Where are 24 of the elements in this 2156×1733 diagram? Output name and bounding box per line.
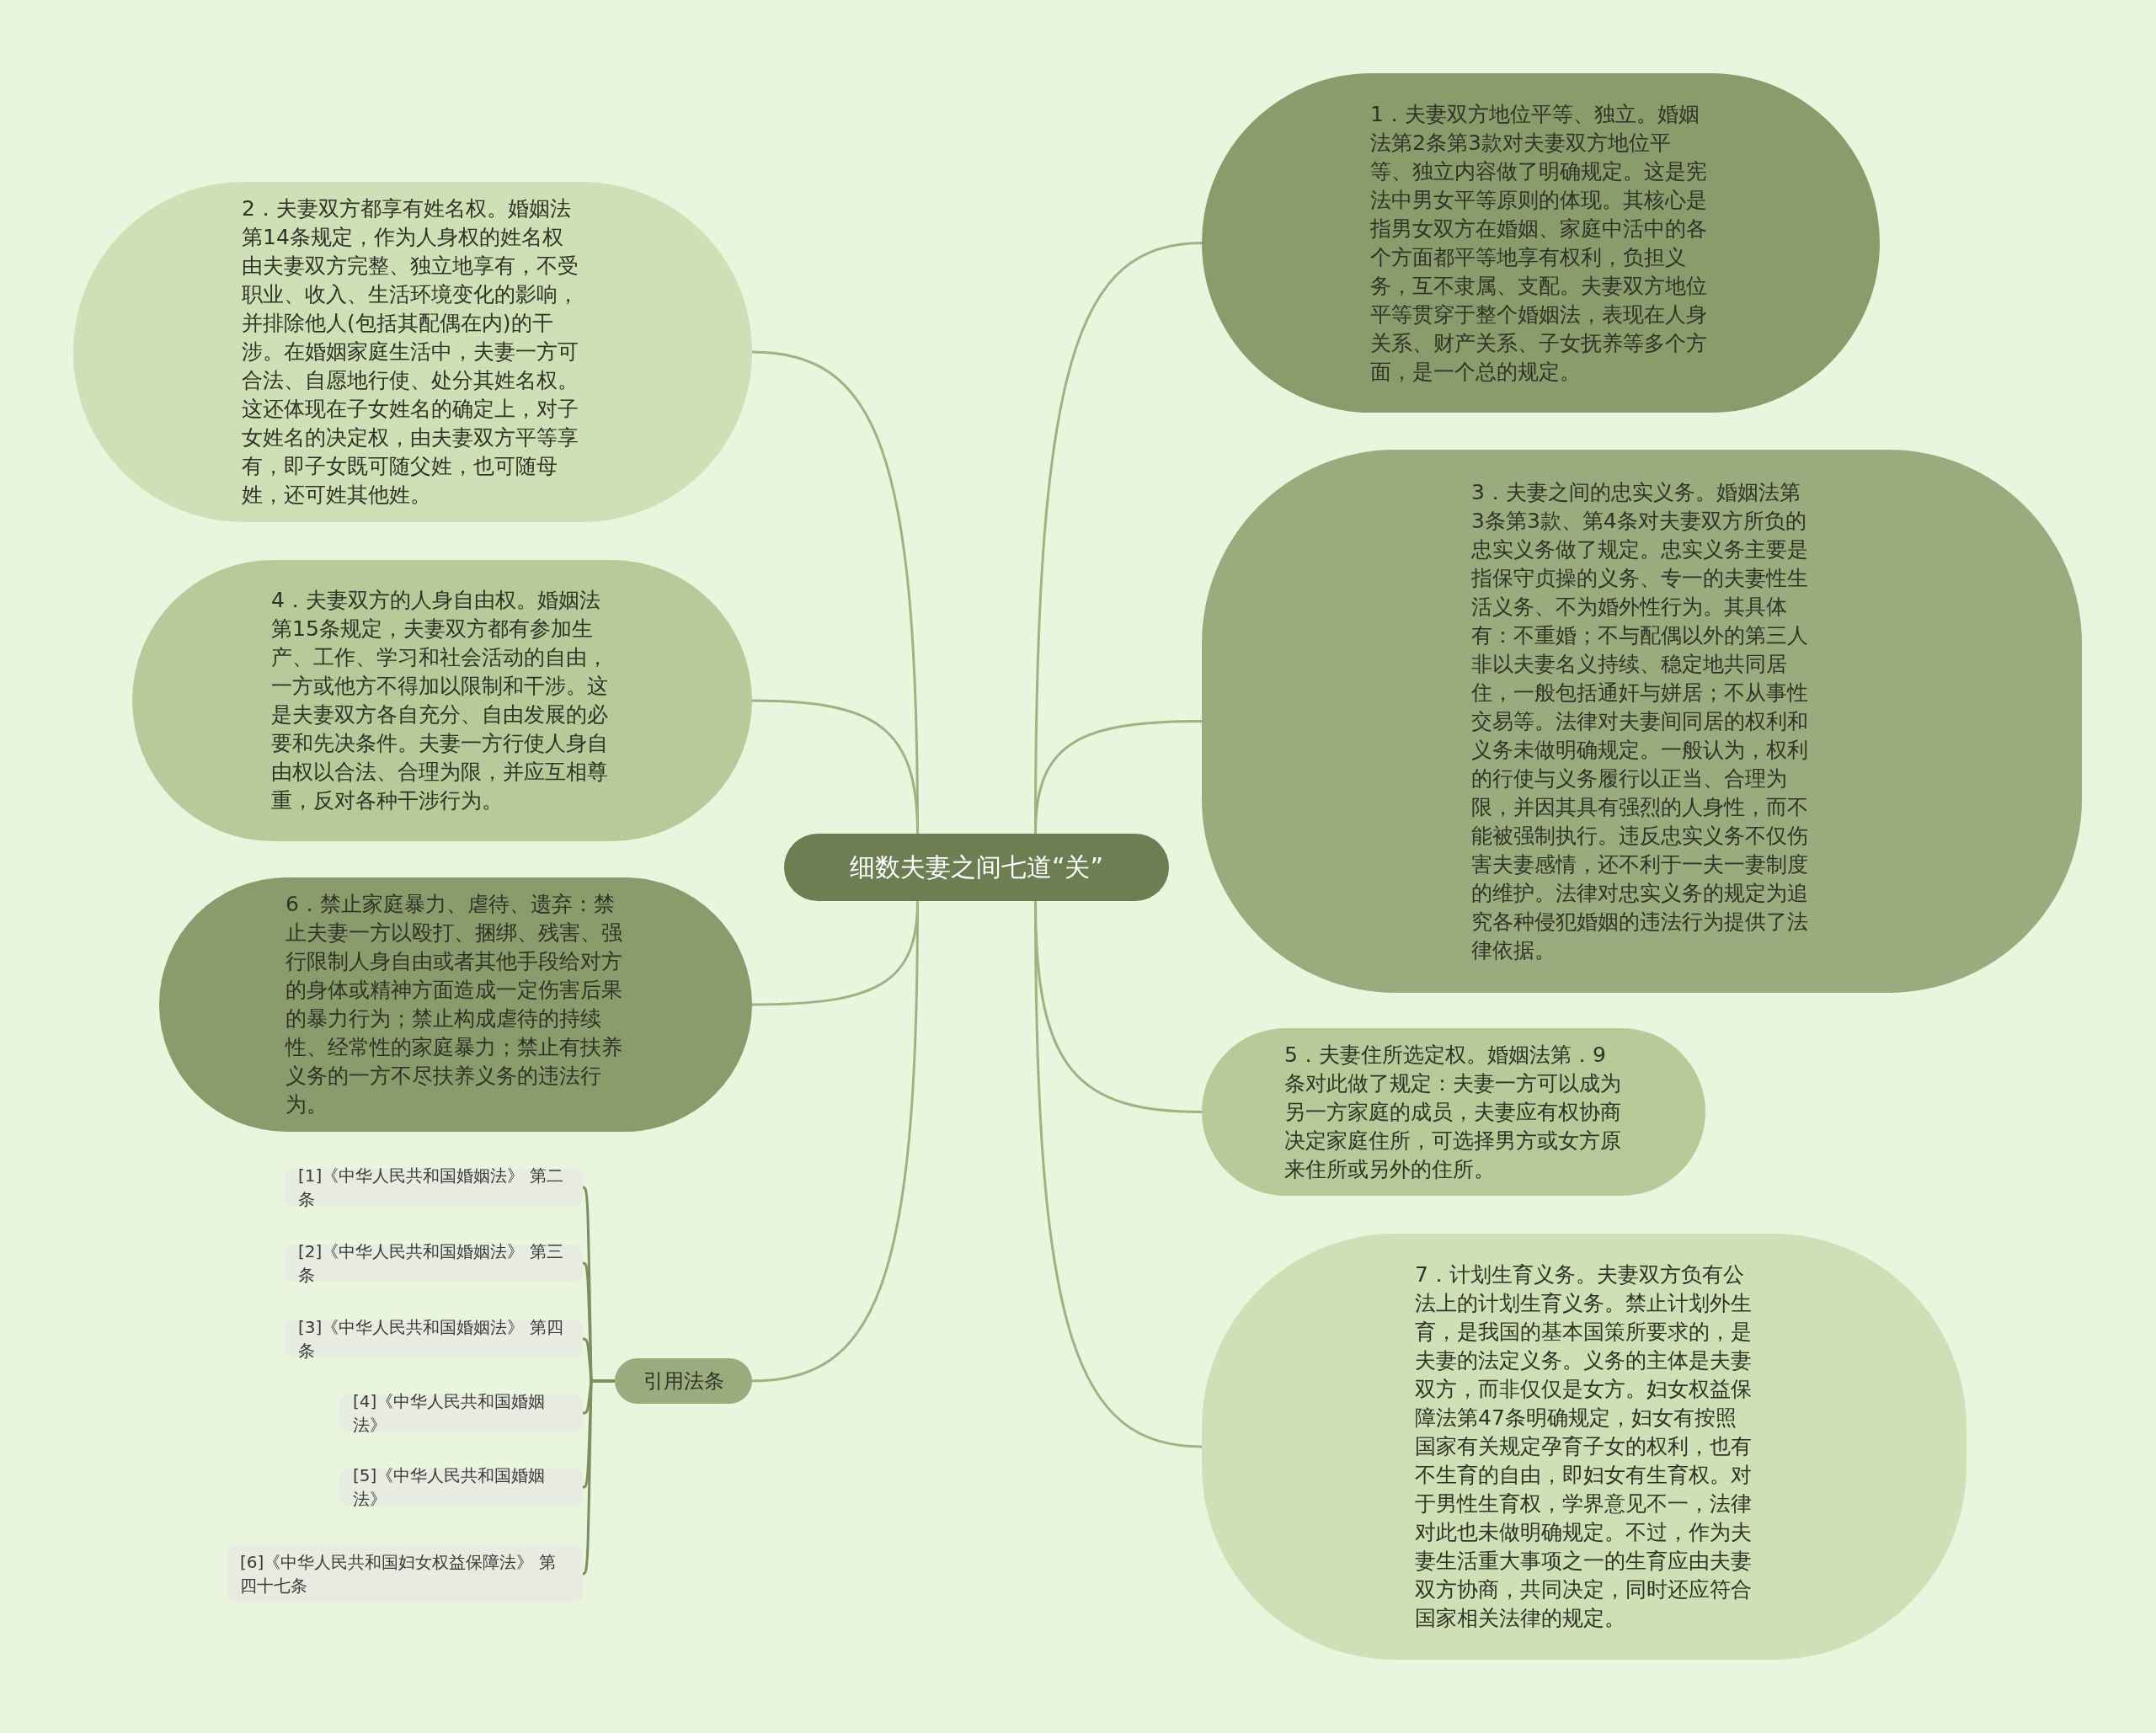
reference-tag [339,1469,583,1506]
bubble-text: 2．夫妻双方都享有姓名权。婚姻法第14条规定，作为人身权的姓名权由夫妻双方完整、独立地享有，不受职业、收入、生活环境变化的影响，并排除他人(包括其配偶在内)的干涉。在婚姻家庭生活中，夫妻一方可合法、自愿地行使、处分其姓名权。这还体现在子女姓名的确定上，对子女姓名的决定权，由夫妻双方平等享有，即子女既可随父姓，也可随母姓，还可姓其他姓。 [242,195,579,509]
topic-label: 细数夫妻之间七道“关” [848,853,1105,882]
topic-label: [4]《中华人民共和国婚姻法》 [352,1390,547,1437]
topic-label: 引用法条 [642,1368,725,1394]
reference-tag [227,1545,583,1602]
connector-line [751,901,919,1383]
reference-tag [339,1394,583,1432]
branch-bubble [615,1358,752,1404]
bubble-text: 4．夫妻双方的人身自由权。婚姻法第15条规定，夫妻双方都有参加生产、工作、学习和社会活动的自由，一方或他方不得加以限制和干涉。这是夫妻双方各自充分、自由发展的必要和先决条件。夫妻一方行使人身自由权以合法、合理为限，并应互相尊重，反对各种干涉行为。 [271,587,608,814]
bubble-text: 7．计划生育义务。夫妻双方负有公法上的计划生育义务。禁止计划外生育，是我国的基本国策所要求的，是夫妻的法定义务。义务的主体是夫妻双方，而非仅仅是女方。妇女权益保障法第47条明确规定，妇女有按照国家有关规定孕育子女的权利，也有不生育的自由，即妇女有生育权。对于男性生育权，学界意见不一，法律对此也未做明确规定。不过，作为夫妻生活重大事项之一的生育应由夫妻双方协商，共同决定，同时还应符合国家相关法律的规定。 [1415,1261,1753,1632]
topic-label: [5]《中华人民共和国婚姻法》 [352,1464,547,1511]
topic-label: [3]《中华人民共和国婚姻法》 第四条 [297,1316,564,1362]
topic-label: [1]《中华人民共和国婚姻法》 第二条 [297,1165,564,1211]
bubble-text: 3．夫妻之间的忠实义务。婚姻法第3条第3款、第4条对夫妻双方所负的忠实义务做了规定。忠实义务主要是指保守贞操的义务、专一的夫妻性生活义务、不为婚外性行为。其具体有：不重婚；不与配偶以外的第三人非以夫妻名义持续、稳定地共同居住，一般包括通奸与姘居；不从事性交易等。法律对夫妻间同居的权利和义务未做明确规定。一般认为，权利的行使与义务履行以正当、合理为限，并因其具有强烈的人身性，而不能被强制执行。违反忠实义务不仅伤害夫妻感情，还不利于一夫一妻制度的维护。法律对忠实义务的规定为追究各种侵犯婚姻的违法行为提供了法律依据。 [1471,478,1808,964]
reference-tag [285,1320,583,1357]
connector-line [582,1379,615,1576]
reference-tag [285,1245,583,1282]
bubble-text: 1．夫妻双方地位平等、独立。婚姻法第2条第3款对夫妻双方地位平等、独立内容做了明确规定。这是宪法中男女平等原则的体现。其核心是指男女双方在婚姻、家庭中活中的各个方面都平等地享有权利，负担义务，互不隶属、支配。夫妻双方地位平等贯穿于整个婚姻法，表现在人身关系、财产关系、子女抚养等多个方面，是一个总的规定。 [1370,100,1707,386]
topic-label: [6]《中华人民共和国妇女权益保障法》 第四十七条 [239,1551,557,1597]
bubble-text: 5．夫妻住所选定权。婚姻法第．9条对此做了规定：夫妻一方可以成为另一方家庭的成员，夫妻应有权协商决定家庭住所，可选择男方或女方原来住所或另外的住所。 [1284,1041,1621,1183]
bubble-text: 6．禁止家庭暴力、虐待、遗弃：禁止夫妻一方以殴打、捆绑、残害、强行限制人身自由或者其他手段给对方的身体或精神方面造成一定伤害后果的暴力行为；禁止构成虐待的持续性、经常性的家庭暴力；禁止有扶养义务的一方不尽扶养义务的违法行为。 [286,891,622,1118]
reference-tag [285,1169,583,1206]
topic-label: [2]《中华人民共和国婚姻法》 第三条 [297,1240,564,1287]
